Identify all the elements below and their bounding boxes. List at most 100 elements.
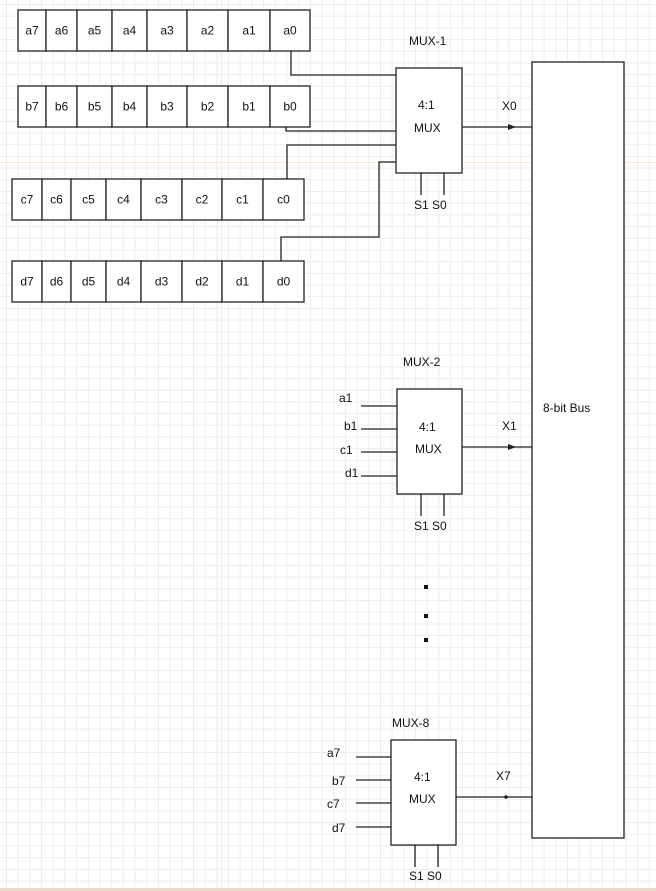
register-cell: b4 xyxy=(111,85,148,128)
register-d: d7 d6 d5 d4 d3 d2 d1 d0 xyxy=(11,260,305,303)
register-cell: a6 xyxy=(45,9,78,52)
register-cell: d5 xyxy=(70,260,107,303)
bus-label: 8-bit Bus xyxy=(543,401,590,415)
register-cell: a7 xyxy=(17,9,47,52)
cell-border xyxy=(221,178,264,221)
register-cell: b7 xyxy=(17,85,47,128)
arrow-icon xyxy=(508,124,516,130)
mux-body-label: MUX xyxy=(415,442,442,456)
cell-label: c5 xyxy=(82,193,95,207)
cell-border xyxy=(70,178,107,221)
cell-border xyxy=(105,178,142,221)
mux-title: MUX-1 xyxy=(409,34,447,48)
guide-line-vertical xyxy=(221,0,222,891)
register-cell: a3 xyxy=(146,9,188,52)
mux-body xyxy=(390,739,457,846)
select-label-s0: S0 xyxy=(432,198,447,212)
mux1-input-wires xyxy=(280,51,396,261)
cell-label: b5 xyxy=(88,100,102,114)
cell-label: d7 xyxy=(20,275,34,289)
mux-2: MUX-2 4:1 MUX a1 b1 c1 d1 S1 S0 X1 xyxy=(339,355,536,533)
cell-label: b7 xyxy=(25,100,39,114)
register-cell: d1 xyxy=(221,260,264,303)
wire-d0 xyxy=(280,161,396,261)
cell-label: d6 xyxy=(50,275,64,289)
cell-label: d3 xyxy=(155,275,169,289)
register-cell: b6 xyxy=(45,85,78,128)
cell-border xyxy=(262,260,305,303)
register-cell: c1 xyxy=(221,178,264,221)
cell-border xyxy=(41,178,72,221)
register-cell: c3 xyxy=(140,178,183,221)
output-label: X1 xyxy=(502,419,517,433)
cell-label: c2 xyxy=(196,193,209,207)
register-cell: a1 xyxy=(227,9,271,52)
cell-label: d2 xyxy=(195,275,209,289)
cell-border xyxy=(269,9,311,52)
register-cell: c4 xyxy=(105,178,142,221)
mux-type-label: 4:1 xyxy=(418,98,435,112)
cell-label: c7 xyxy=(21,193,34,207)
bus: 8-bit Bus xyxy=(531,61,625,839)
mux-1: MUX-1 4:1 MUX S1 S0 X0 xyxy=(395,34,536,212)
cell-label: c0 xyxy=(277,193,290,207)
register-cell: d2 xyxy=(181,260,223,303)
register-cell: b2 xyxy=(186,85,229,128)
cell-border xyxy=(181,260,223,303)
mux-body xyxy=(396,388,463,495)
cell-label: d1 xyxy=(236,275,250,289)
register-cell: c7 xyxy=(11,178,43,221)
cell-label: d0 xyxy=(277,275,291,289)
cell-label: c3 xyxy=(155,193,168,207)
input-label: c7 xyxy=(327,797,340,811)
select-label-s0: S0 xyxy=(432,519,447,533)
cell-label: a4 xyxy=(123,24,137,38)
cell-label: a3 xyxy=(160,24,174,38)
cell-border xyxy=(45,9,78,52)
select-label-s1: S1 xyxy=(414,198,429,212)
cell-label: c1 xyxy=(236,193,249,207)
register-cell: d7 xyxy=(11,260,43,303)
mux-title: MUX-2 xyxy=(403,355,441,369)
cell-label: b1 xyxy=(242,100,256,114)
arrow-icon xyxy=(508,444,516,450)
output-label: X7 xyxy=(496,769,511,783)
output-label: X0 xyxy=(502,99,517,113)
cell-border xyxy=(140,260,183,303)
input-label: a1 xyxy=(339,391,353,405)
wire-c0 xyxy=(286,144,396,179)
register-cell: a5 xyxy=(76,9,113,52)
cell-border xyxy=(76,9,113,52)
register-cell: c0 xyxy=(262,178,305,221)
input-label: c1 xyxy=(340,443,353,457)
cell-label: a7 xyxy=(25,24,39,38)
cell-border xyxy=(227,85,271,128)
input-label: b7 xyxy=(332,774,346,788)
mux-body-label: MUX xyxy=(414,121,441,135)
mux-body-label: MUX xyxy=(409,792,436,806)
cell-border xyxy=(45,85,78,128)
cell-label: a1 xyxy=(242,24,256,38)
cell-label: a6 xyxy=(55,24,69,38)
cell-label: a2 xyxy=(201,24,215,38)
mux-type-label: 4:1 xyxy=(419,420,436,434)
cell-label: a5 xyxy=(88,24,102,38)
cell-border xyxy=(105,260,142,303)
dot xyxy=(424,614,428,618)
input-label: b1 xyxy=(344,419,358,433)
cell-label: a0 xyxy=(283,24,297,38)
input-label: a7 xyxy=(327,746,341,760)
mux-title: MUX-8 xyxy=(392,716,430,730)
bottom-edge xyxy=(0,888,656,891)
register-cell: c2 xyxy=(181,178,223,221)
select-label-s1: S1 xyxy=(409,869,424,883)
mux-8: MUX-8 4:1 MUX a7 b7 c7 d7 S1 S0 X7 xyxy=(327,716,532,883)
cell-border xyxy=(269,85,311,128)
cell-border xyxy=(262,178,305,221)
wire-b0 xyxy=(285,127,396,132)
cell-border xyxy=(146,85,188,128)
cell-label: d4 xyxy=(117,275,131,289)
register-cell: d3 xyxy=(140,260,183,303)
